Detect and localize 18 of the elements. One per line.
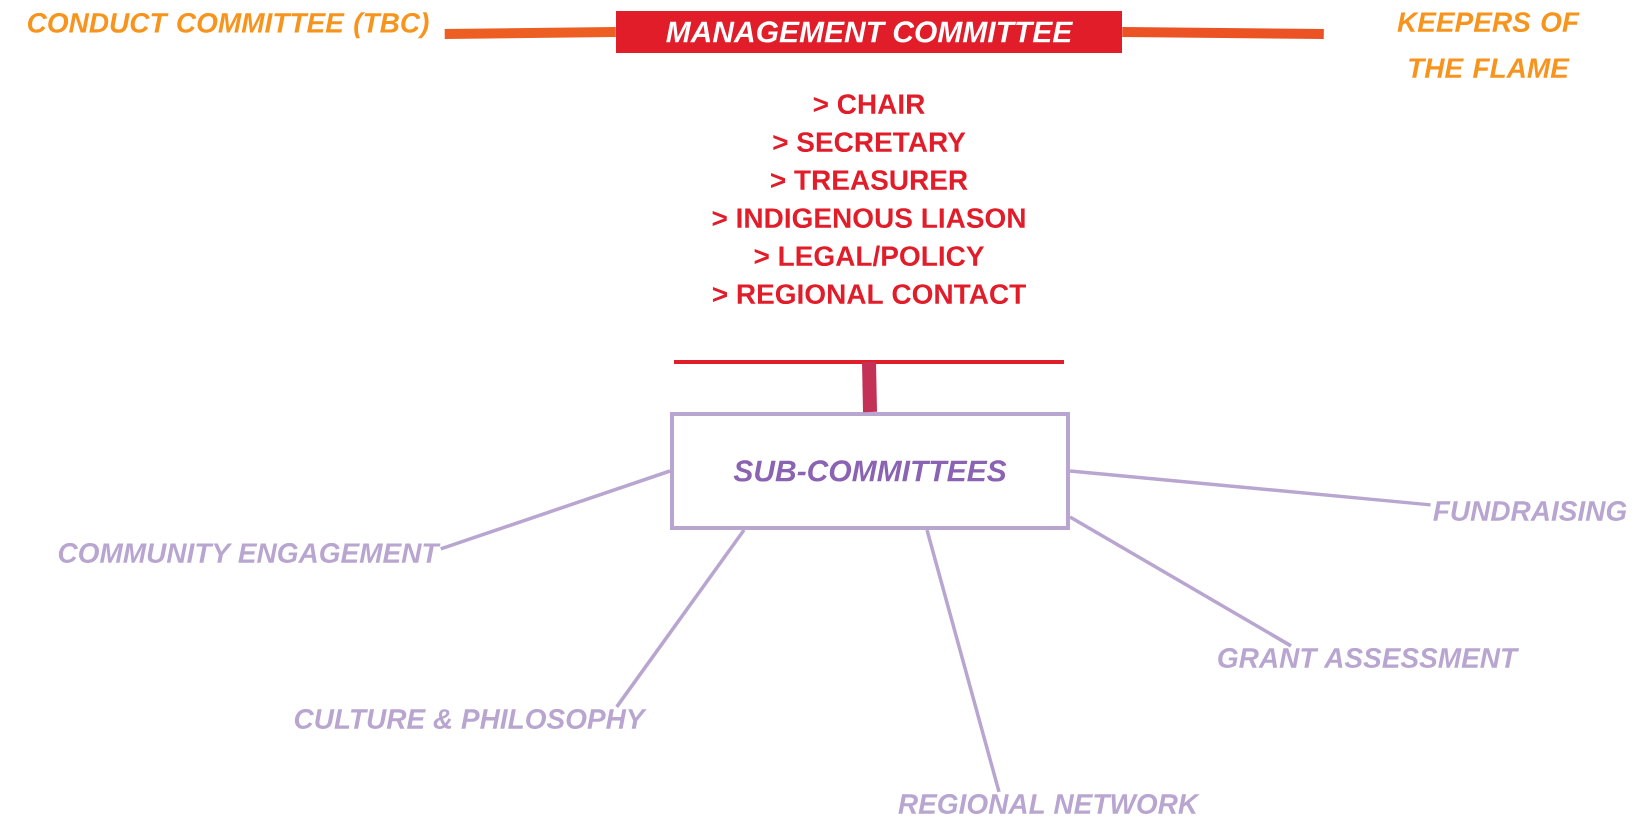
committee-label: CONDUCT COMMITTEE (TBC) (27, 12, 429, 39)
connector-line (925, 529, 1001, 793)
member-list: > CHAIR > SECRETARY > TREASURER > INDIGENOUS LIASON > LEGAL/POLICY > REGIONAL CONTACT (712, 94, 1026, 304)
connector-band (1122, 27, 1324, 39)
sub-committee-label: GRANT ASSESSMENT (1218, 648, 1520, 668)
committee-label: KEEPERS OF THE FLAME (1397, 12, 1580, 78)
sub-committee-label: COMMUNITY ENGAGEMENT (58, 543, 441, 563)
connector-band (862, 361, 877, 413)
connector-band (444, 27, 616, 39)
connector-line (1069, 469, 1431, 507)
sub-committee-label: REGIONAL NETWORK (898, 794, 1200, 814)
committee-banner: MANAGEMENT COMMITTEE (616, 11, 1122, 53)
sub-committee-label: CULTURE & PHILOSOPHY (294, 709, 647, 729)
connector-line (1069, 515, 1292, 648)
sub-committee-label: FUNDRAISING (1433, 501, 1627, 521)
sub-committee-box: SUB-COMMITTEES (670, 412, 1070, 530)
connector-line (615, 528, 746, 708)
connector-line (440, 469, 671, 551)
